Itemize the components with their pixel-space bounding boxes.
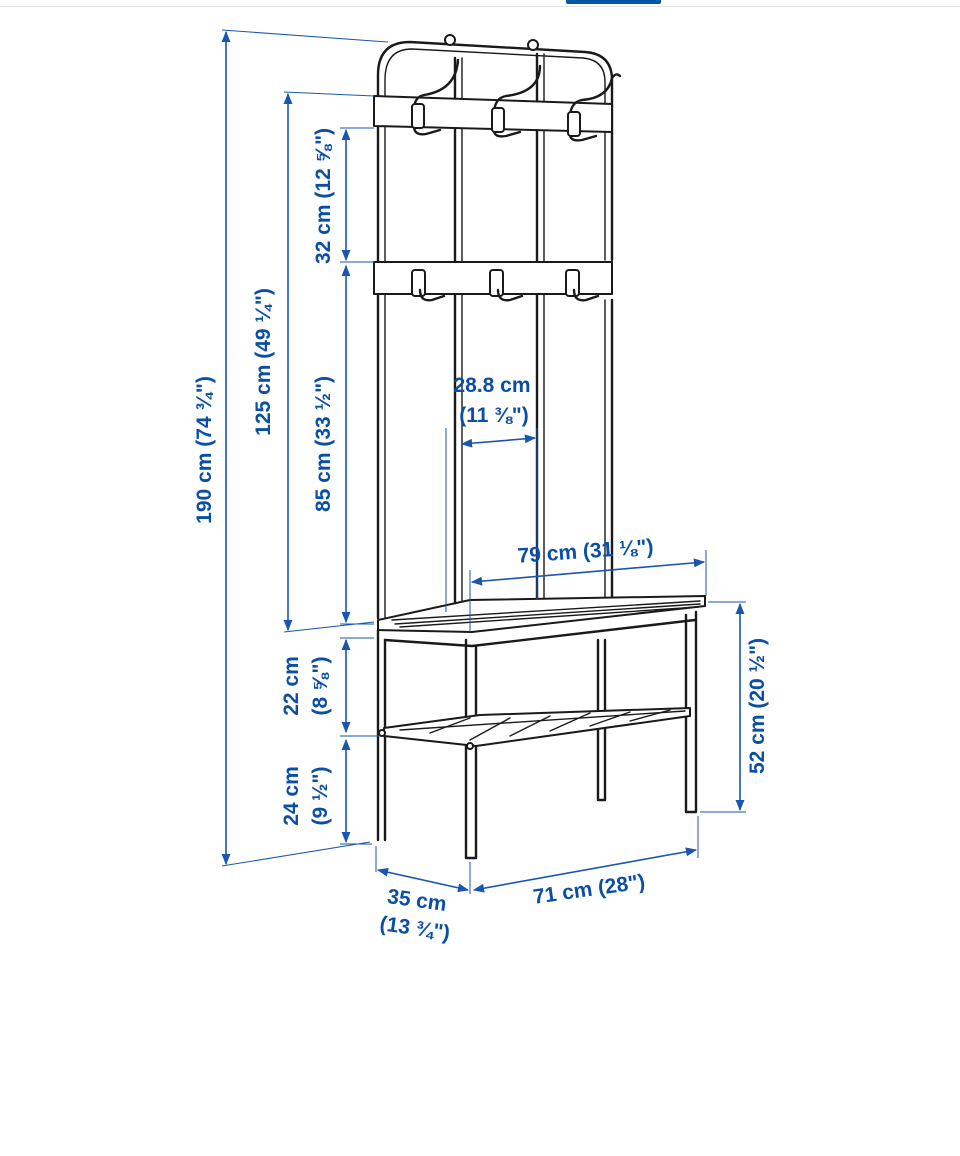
depth-cm-label: 35 cm [386, 885, 448, 916]
active-tab-indicator[interactable] [566, 0, 661, 4]
bench-to-shelf-in-label: (8 ⅝") [309, 657, 332, 716]
coat-rack-drawing [373, 34, 706, 860]
shelf-height-cm-label: 24 cm [280, 766, 303, 826]
depth-in-label: (13 ¾") [378, 912, 451, 945]
hook-spacing-horizontal-cm-label: 28.8 cm [453, 374, 530, 397]
upper-hooks [411, 58, 622, 142]
hook-to-bench-label: 85 cm (33 ½") [312, 376, 335, 512]
total-height-label: 190 cm (74 ¾") [193, 376, 216, 524]
bench-to-shelf-cm-label: 22 cm [280, 656, 303, 716]
bench-height-label: 52 cm (20 ½") [746, 638, 769, 774]
hook-height-label: 125 cm (49 ¼") [252, 288, 275, 436]
rack-frame-top [376, 40, 614, 620]
hook-spacing-horizontal-in-label: (11 ⅜") [459, 404, 529, 427]
lower-hooks [411, 269, 600, 302]
top-divider [0, 6, 960, 7]
shelf-height-in-label: (9 ½") [309, 767, 332, 826]
dimension-lines [221, 29, 746, 894]
hook-spacing-vertical-label: 32 cm (12 ⅝") [312, 128, 335, 264]
